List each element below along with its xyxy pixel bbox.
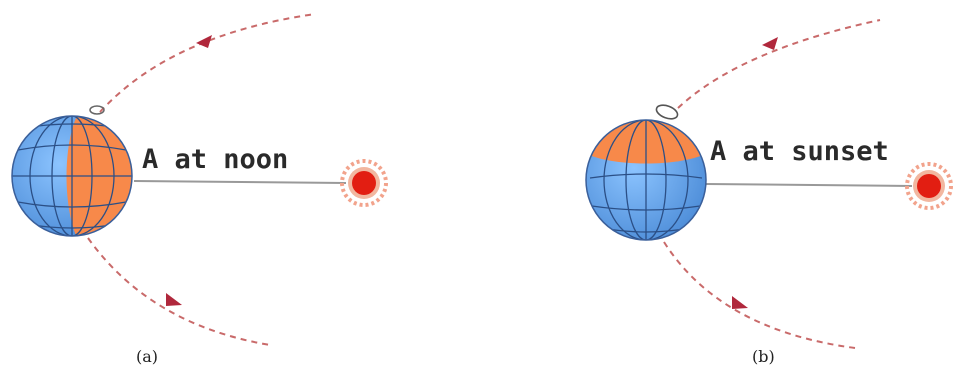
arrowhead-lower bbox=[166, 293, 182, 306]
arrowhead-upper bbox=[196, 35, 212, 48]
earth-globe bbox=[580, 120, 712, 240]
orbit-path-lower bbox=[88, 238, 270, 345]
caption-a: A at noon bbox=[142, 144, 288, 175]
orbit-path-upper bbox=[678, 20, 880, 108]
sun-icon bbox=[342, 161, 386, 205]
panel-label-b: (b) bbox=[752, 347, 775, 366]
earth-globe bbox=[12, 110, 140, 244]
panel-a: A at noon (a) bbox=[12, 14, 386, 366]
orbit-path-lower bbox=[664, 242, 855, 348]
arrowhead-upper bbox=[762, 37, 778, 50]
caption-b: A at sunset bbox=[710, 136, 889, 167]
arrowhead-lower bbox=[732, 296, 748, 309]
observer-marker-b bbox=[655, 103, 680, 122]
sun-icon bbox=[907, 164, 951, 208]
panel-b: A at sunset (b) bbox=[580, 20, 951, 366]
sunlight-line bbox=[134, 181, 346, 183]
orbit-path-upper bbox=[100, 14, 315, 112]
sunlight-line bbox=[706, 184, 912, 186]
panel-label-a: (a) bbox=[136, 347, 158, 366]
